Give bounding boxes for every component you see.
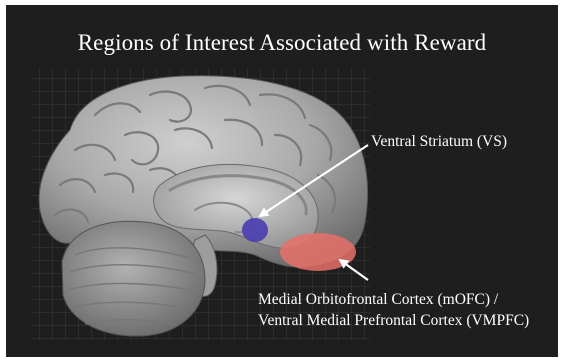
ventral-striatum-region <box>242 218 268 242</box>
mofc-vmpfc-region <box>280 233 356 271</box>
mofc-vmpfc-label: Medial Orbitofrontal Cortex (mOFC) / Ven… <box>258 289 529 331</box>
cerebellum <box>62 221 205 336</box>
ventral-striatum-label: Ventral Striatum (VS) <box>371 131 507 152</box>
mofc-label-line1: Medial Orbitofrontal Cortex (mOFC) / <box>258 289 529 310</box>
mofc-label-line2: Ventral Medial Prefrontal Cortex (VMPFC) <box>258 310 529 331</box>
slide-title: Regions of Interest Associated with Rewa… <box>0 30 564 56</box>
